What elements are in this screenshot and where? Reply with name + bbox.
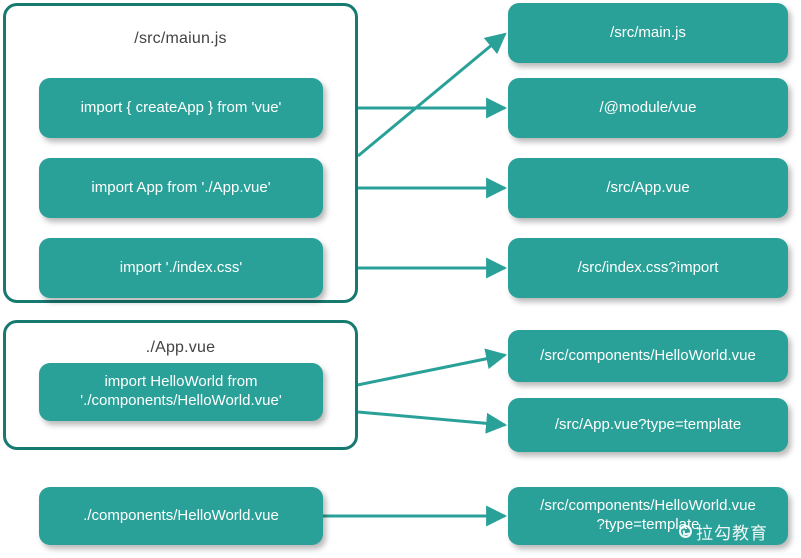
node-target-app-vue-template[interactable]: /src/App.vue?type=template xyxy=(508,398,788,452)
node-import-hello-world[interactable]: import HelloWorld from './components/Hel… xyxy=(39,363,323,421)
node-import-index-css[interactable]: import './index.css' xyxy=(39,238,323,298)
group-title-app-vue: ./App.vue xyxy=(145,339,216,356)
node-import-create-app[interactable]: import { createApp } from 'vue' xyxy=(39,78,323,138)
group-title-main-js: /src/maiun.js xyxy=(134,30,227,47)
edge-group-app-vue-to-app-vue-template xyxy=(357,410,508,434)
node-target-main-js[interactable]: /src/main.js xyxy=(508,3,788,63)
node-target-hello-world-template[interactable]: /src/components/HelloWorld.vue ?type=tem… xyxy=(508,487,788,545)
node-components-hello-world-source[interactable]: ./components/HelloWorld.vue xyxy=(39,487,323,545)
edge-group-main-to-main-js xyxy=(357,32,507,158)
node-target-src-index-css[interactable]: /src/index.css?import xyxy=(508,238,788,298)
node-import-app-vue[interactable]: import App from './App.vue' xyxy=(39,158,323,218)
node-target-components-hello-world-vue[interactable]: /src/components/HelloWorld.vue xyxy=(508,330,788,382)
node-target-module-vue[interactable]: /@module/vue xyxy=(508,78,788,138)
node-target-src-app-vue[interactable]: /src/App.vue xyxy=(508,158,788,218)
